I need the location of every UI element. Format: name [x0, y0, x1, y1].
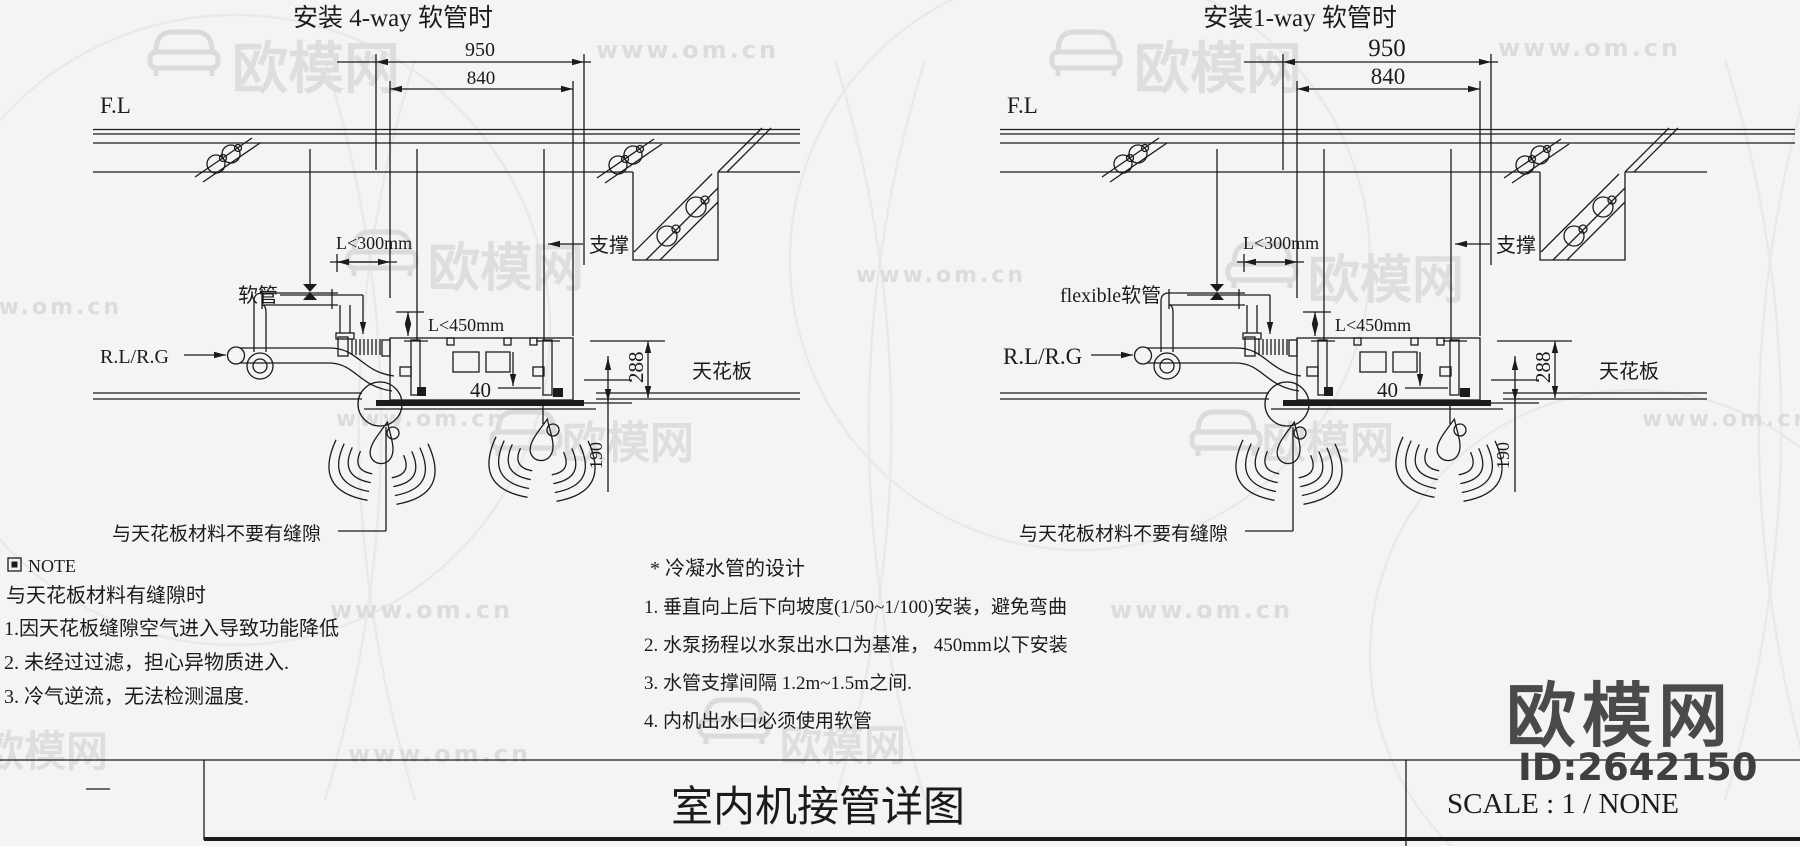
- floor-level-label: F.L: [100, 93, 131, 118]
- diagram-title: 安装1-way 软管时: [1203, 4, 1397, 32]
- hose-label: flexible软管: [1060, 284, 1161, 307]
- watermark-url: www.om.cn: [1498, 34, 1681, 62]
- support-label: 支撑: [1496, 234, 1536, 257]
- sofa-icon: [150, 32, 218, 76]
- note-title: * 冷凝水管的设计: [650, 557, 805, 580]
- dim-950: 950: [1368, 35, 1406, 62]
- watermark-text: 欧模网: [1308, 251, 1464, 311]
- watermark-text: 欧模网: [1262, 418, 1394, 469]
- dim-l450: L<450mm: [428, 315, 504, 335]
- watermark-url: www.om.cn: [348, 740, 531, 768]
- floor-level-label: F.L: [1007, 93, 1038, 118]
- ceiling-label: 天花板: [1599, 360, 1659, 383]
- pipe-label: R.L/R.G: [1003, 344, 1082, 369]
- watermark-url: www.om.cn: [330, 596, 513, 624]
- watermark-url: www.om.cn: [856, 263, 1026, 288]
- note-item: 2. 未经过过滤，担心异物质进入.: [4, 651, 289, 674]
- dim-l450: L<450mm: [1335, 315, 1411, 335]
- site-branding: 欧模网 ID:2642150: [1506, 675, 1758, 789]
- watermark-url: www.om.cn: [0, 295, 122, 320]
- ceiling-label: 天花板: [692, 360, 752, 383]
- sofa-icon: [1052, 32, 1120, 76]
- diagram-4way: 安装 4-way 软管时 F.L 950 840 L<300mm 软管 L<45…: [93, 4, 800, 545]
- title-block: 室内机接管详图 SCALE : 1 / NONE: [0, 759, 1800, 846]
- note-item: 2. 水泵扬程以水泵出水口为基准， 450mm以下安装: [644, 634, 1068, 656]
- watermark-url: www.om.cn: [1110, 596, 1293, 624]
- note-item: 3. 水管支撑间隔 1.2m~1.5m之间.: [644, 672, 912, 694]
- watermark-text: 欧模网: [562, 418, 694, 469]
- watermark-text: 欧模网: [232, 37, 400, 102]
- diagram-title: 安装 4-way 软管时: [293, 4, 493, 32]
- dim-288: 288: [624, 352, 648, 384]
- dim-l300: L<300mm: [336, 233, 412, 253]
- note-subtitle: 与天花板材料有缝隙时: [6, 584, 206, 607]
- watermark-text: 欧模网: [0, 727, 108, 776]
- note-item: 1.因天花板缝隙空气进入导致功能降低: [4, 617, 339, 640]
- watermark-url: www.om.cn: [596, 36, 779, 64]
- note-title: NOTE: [28, 556, 76, 576]
- site-id: ID:2642150: [1518, 746, 1758, 789]
- watermark-text: 欧模网: [428, 239, 584, 299]
- dim-190: 190: [1493, 442, 1513, 469]
- dim-840: 840: [467, 68, 496, 89]
- note-marker-icon: [7, 557, 22, 572]
- note-item: 3. 冷气逆流，无法检测温度.: [4, 685, 249, 708]
- support-label: 支撑: [589, 234, 629, 257]
- dim-l300: L<300mm: [1243, 233, 1319, 253]
- drawing-title: 室内机接管详图: [671, 784, 965, 831]
- pipe-label: R.L/R.G: [100, 346, 169, 368]
- dim-950: 950: [465, 39, 495, 61]
- diagram-1way: 安装1-way 软管时 F.L 950 840 L<300mm flexible…: [1000, 4, 1795, 545]
- gap-note: 与天花板材料不要有缝隙: [1019, 523, 1228, 545]
- watermark-url: www.om.cn: [1642, 407, 1800, 432]
- note-item: 1. 垂直向上后下向坡度(1/50~1/100)安装，避免弯曲: [644, 596, 1067, 618]
- watermark-text: 欧模网: [1134, 37, 1302, 102]
- watermark-text: 欧模网: [780, 721, 906, 770]
- scale-label: SCALE : 1 / NONE: [1447, 788, 1679, 820]
- hose-label: 软管: [238, 284, 278, 307]
- note-block-left: NOTE 与天花板材料有缝隙时 1.因天花板缝隙空气进入导致功能降低 2. 未经…: [4, 556, 339, 708]
- note-item: 4. 内机出水口必须使用软管: [644, 710, 872, 732]
- sofa-icon: [1192, 412, 1260, 456]
- watermark-layer: 欧模网 欧模网 欧模网 欧模网 欧模网 欧模网 欧模网 欧模网 www.om.c…: [0, 32, 1800, 776]
- dim-840: 840: [1371, 64, 1406, 89]
- watermark-url: www.om.cn: [336, 407, 506, 432]
- gap-note: 与天花板材料不要有缝隙: [112, 523, 321, 545]
- dim-288: 288: [1531, 352, 1555, 384]
- dim-40: 40: [1377, 378, 1398, 402]
- note-block-right: * 冷凝水管的设计 1. 垂直向上后下向坡度(1/50~1/100)安装，避免弯…: [644, 557, 1068, 732]
- dim-190: 190: [586, 442, 606, 469]
- dim-40: 40: [470, 378, 491, 402]
- site-logo-text: 欧模网: [1506, 675, 1734, 757]
